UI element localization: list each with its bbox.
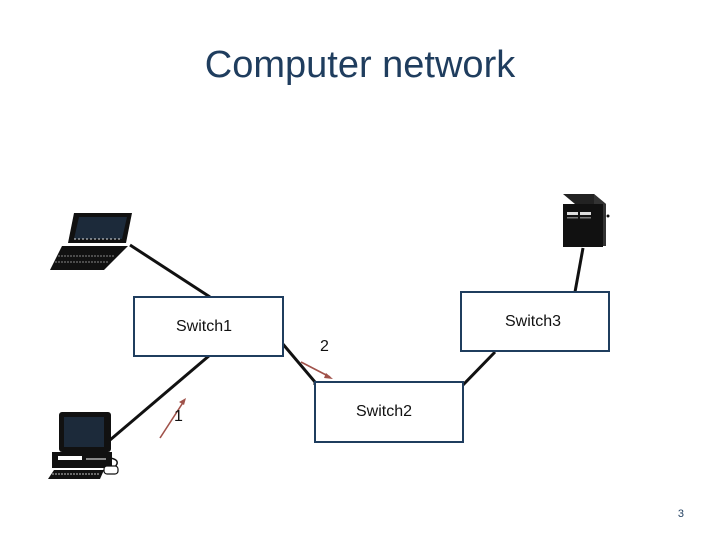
cable-switch2-switch3: [460, 350, 497, 388]
switch3-box[interactable]: [460, 291, 610, 352]
cable-desktop-switch1: [109, 353, 211, 442]
arrow-link-2: [300, 361, 333, 379]
link-label-1: 1: [174, 408, 183, 425]
link-label-2: 2: [320, 338, 329, 355]
page-number: 3: [677, 508, 684, 520]
cable-server-switch3: [573, 247, 585, 293]
laptop-icon[interactable]: [50, 213, 132, 270]
page-title: Computer network: [204, 44, 516, 86]
server-tower-icon[interactable]: [563, 194, 610, 247]
cable-switch1-switch2: [280, 342, 317, 385]
switch2-box[interactable]: [314, 381, 464, 443]
switch3-label: Switch3: [505, 313, 562, 330]
desktop-computer-icon[interactable]: [48, 412, 119, 479]
switch1-label: Switch1: [176, 318, 233, 335]
switch1-box[interactable]: [133, 296, 284, 357]
cable-laptop-switch1: [129, 243, 211, 299]
arrow-link-1: [159, 398, 186, 439]
switch2-label: Switch2: [356, 403, 413, 420]
